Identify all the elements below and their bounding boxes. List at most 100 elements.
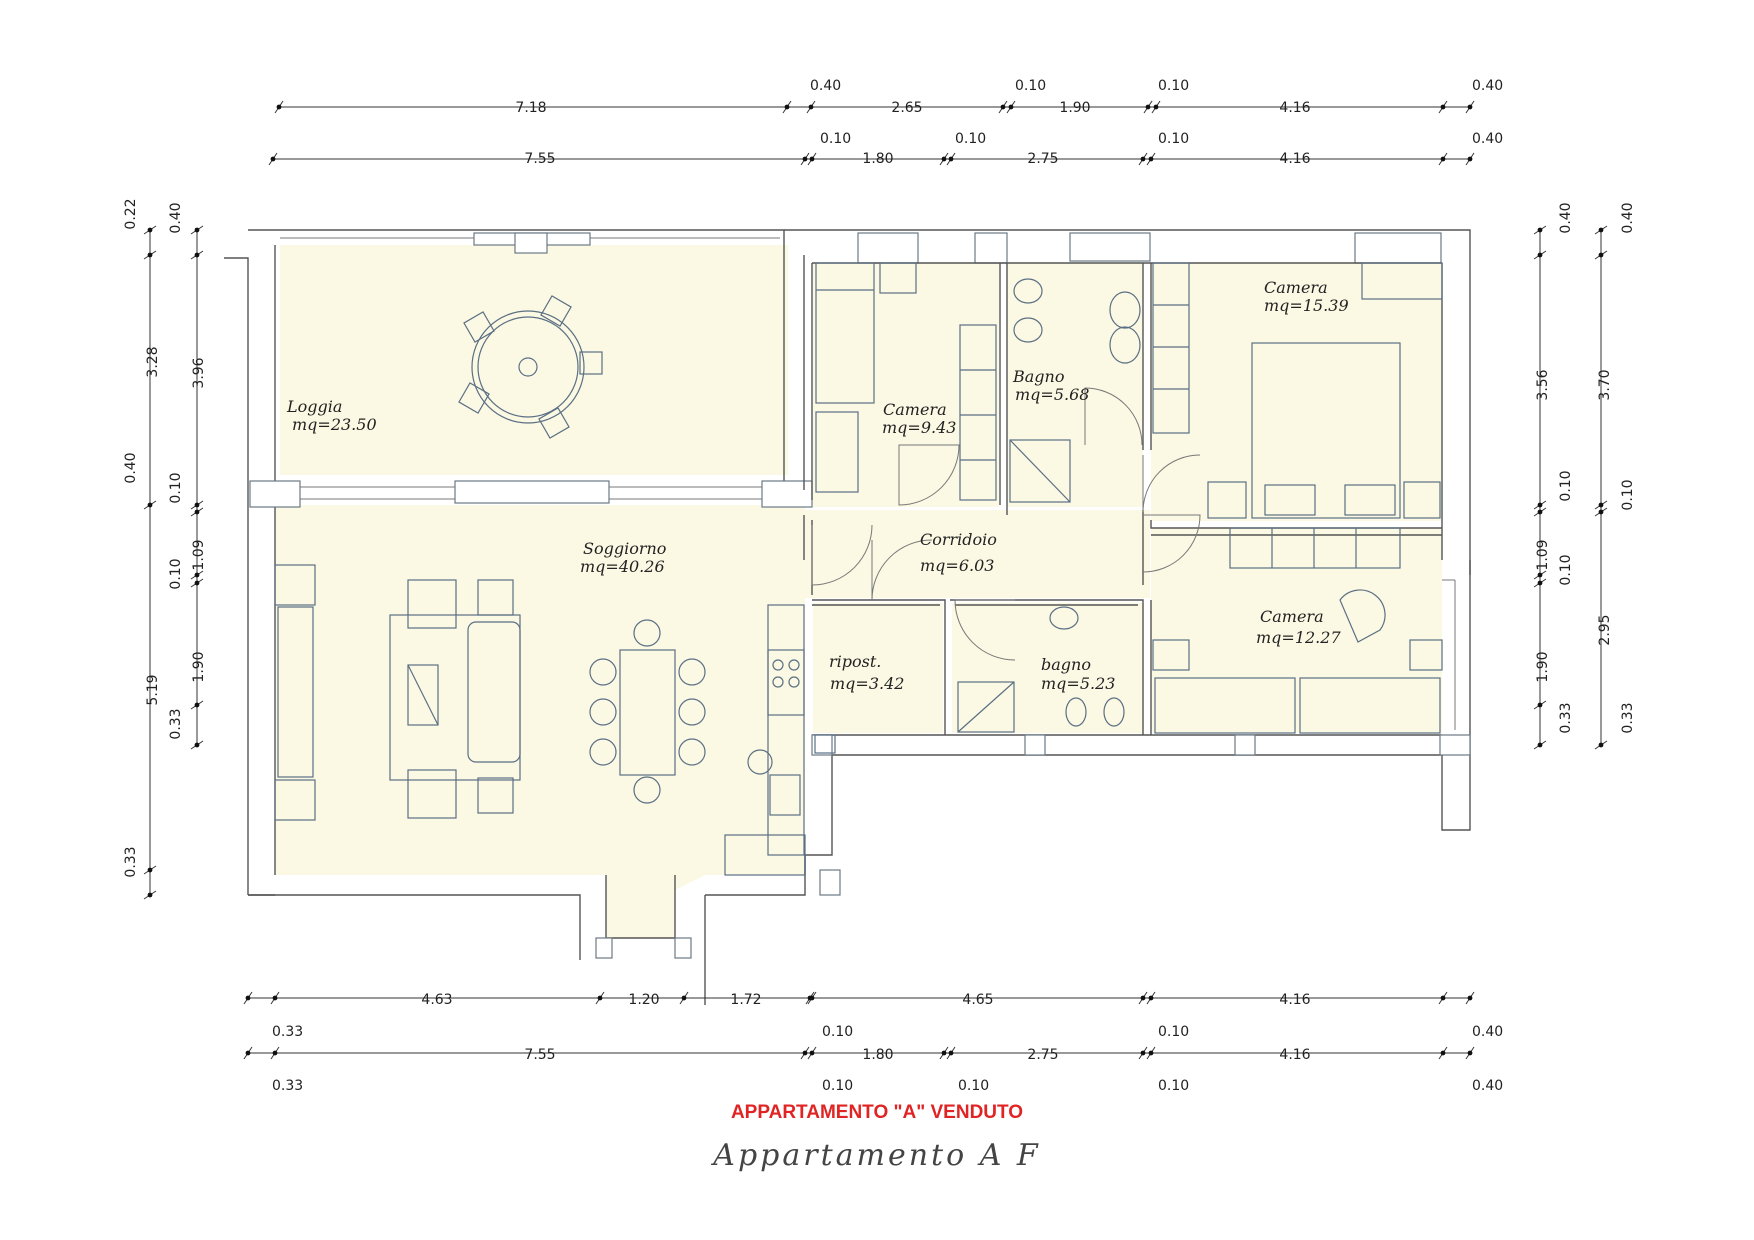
dim-label: 0.33: [1558, 702, 1574, 733]
dimensions-bottom-row2: 0.33 7.55 0.10 1.80 0.10 2.75 0.10 4.16 …: [272, 1047, 1503, 1094]
dimensions-left-outer: 0.22 3.28 0.40 5.19 0.33: [123, 198, 161, 877]
dim-label: 0.40: [1558, 202, 1574, 233]
dim-label: 1.09: [1535, 539, 1551, 570]
dimension-tick: [147, 892, 153, 898]
dimension-tick: [1537, 572, 1543, 578]
dimensions-left-inner: 0.40 3.96 0.10 0.10 1.09 1.90 0.33: [168, 202, 207, 739]
room-labels: Loggia mq=23.50 Camera mq=9.43 Bagno mq=…: [286, 278, 1349, 693]
dim-label: 0.40: [810, 78, 841, 94]
dim-label: 1.80: [862, 1047, 893, 1063]
dim-label: 0.10: [168, 558, 184, 589]
dim-label: 0.10: [1158, 1024, 1189, 1040]
dimension-tick: [1537, 580, 1543, 586]
dimension-tick: [1537, 702, 1543, 708]
floor-bagno-bottom: [952, 603, 1144, 733]
floor-ripost: [813, 603, 943, 733]
dimension-tick: [147, 252, 153, 258]
dimension-tick: [194, 227, 200, 233]
dim-label: 2.65: [891, 100, 922, 116]
dim-label: 3.70: [1597, 369, 1613, 400]
dim-label: 0.22: [123, 198, 139, 229]
dimension-tick: [272, 1050, 278, 1056]
dim-label: 0.10: [1158, 78, 1189, 94]
floor-camera-right: [1151, 528, 1442, 733]
dim-label: 0.40: [1472, 1024, 1503, 1040]
dimension-tick: [194, 509, 200, 515]
floor-corridoio: [805, 510, 1150, 598]
dimensions-top-row2: 7.55 0.10 1.80 0.10 2.75 0.10 4.16 0.40: [524, 131, 1503, 167]
doors: [811, 387, 1201, 661]
room-area-camera-right: mq=12.27: [1256, 628, 1341, 647]
dimension-tick: [1598, 502, 1604, 508]
dim-label: 0.40: [1472, 78, 1503, 94]
dim-label: 4.65: [962, 992, 993, 1008]
dim-label: 0.40: [1472, 1078, 1503, 1094]
room-name-camera-small: Camera: [883, 400, 947, 419]
dim-label: 0.10: [958, 1078, 989, 1094]
dimension-tick: [1537, 742, 1543, 748]
dim-label: 0.10: [1158, 1078, 1189, 1094]
dim-label: 4.16: [1279, 100, 1310, 116]
dimension-tick: [1000, 104, 1006, 110]
dimension-tick: [245, 995, 251, 1001]
dim-label: 0.40: [123, 452, 139, 483]
dim-label: 0.40: [1620, 202, 1636, 233]
room-area-ripost: mq=3.42: [830, 674, 904, 693]
dim-label: 0.10: [1558, 554, 1574, 585]
dim-label: 1.90: [1535, 651, 1551, 682]
dim-label: 3.96: [191, 357, 207, 388]
dimension-tick: [1537, 252, 1543, 258]
dimensions-top-row1: 7.18 0.40 2.65 0.10 1.90 0.10 4.16 0.40: [515, 78, 1503, 116]
dimension-tick: [1440, 1050, 1446, 1056]
room-name-camera-right: Camera: [1260, 607, 1324, 626]
dimension-tick: [1467, 104, 1473, 110]
dimension-tick: [245, 1050, 251, 1056]
dimension-tick: [809, 156, 815, 162]
dimension-tick: [802, 1050, 808, 1056]
dim-label: 0.10: [1620, 479, 1636, 510]
dim-label: 1.72: [730, 992, 761, 1008]
dim-label: 0.40: [168, 202, 184, 233]
dimension-tick: [1148, 1050, 1154, 1056]
dimension-tick: [1148, 995, 1154, 1001]
dim-label: 0.10: [1015, 78, 1046, 94]
furniture: [274, 262, 1443, 876]
dim-label: 0.10: [955, 131, 986, 147]
dimension-tick: [808, 104, 814, 110]
room-area-corridoio: mq=6.03: [920, 556, 994, 575]
dim-label: 4.63: [421, 992, 452, 1008]
dim-label: 7.18: [515, 100, 546, 116]
room-area-loggia: mq=23.50: [292, 415, 377, 434]
dim-label: 1.20: [628, 992, 659, 1008]
dimension-tick: [1537, 502, 1543, 508]
room-name-loggia: Loggia: [286, 397, 342, 416]
floor-camera-small: [813, 263, 999, 507]
dimension-tick: [802, 156, 808, 162]
floor-bagno-top: [1007, 263, 1143, 507]
dim-label: 0.10: [168, 472, 184, 503]
dim-label: 4.16: [1279, 992, 1310, 1008]
dimension-tick: [194, 252, 200, 258]
dim-label: 0.33: [272, 1024, 303, 1040]
dim-label: 0.10: [822, 1024, 853, 1040]
dim-label: 2.75: [1027, 151, 1058, 167]
dimension-tick: [1467, 995, 1473, 1001]
dimension-tick: [941, 1050, 947, 1056]
dim-label: 7.55: [524, 151, 555, 167]
dimension-tick: [1008, 104, 1014, 110]
dimension-tick: [194, 572, 200, 578]
dim-label: 0.10: [1558, 470, 1574, 501]
dimension-tick: [597, 995, 603, 1001]
dimension-tick: [194, 742, 200, 748]
dimensions-right-inner: 0.40 3.56 0.10 1.09 0.10 1.90 0.33: [1535, 202, 1574, 733]
dimension-tick: [1148, 156, 1154, 162]
room-name-bagno-top: Bagno: [1012, 367, 1064, 386]
room-name-camera-large: Camera: [1264, 278, 1328, 297]
dimension-tick: [681, 995, 687, 1001]
dim-label: 0.33: [168, 708, 184, 739]
dimension-tick: [1598, 742, 1604, 748]
dimension-tick: [809, 995, 815, 1001]
room-name-corridoio: Corridoio: [920, 530, 997, 549]
dimension-tick: [1140, 156, 1146, 162]
